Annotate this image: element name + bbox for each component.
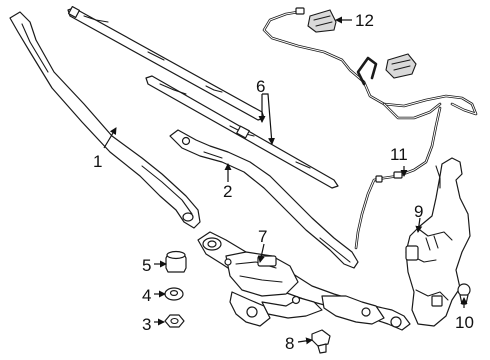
- callout-2: 2: [223, 182, 232, 201]
- callout-8: 8: [285, 334, 294, 353]
- callout-11: 11: [390, 145, 408, 164]
- callout-9: 9: [414, 202, 423, 221]
- bolt: [311, 329, 331, 354]
- wiper-arm-right: [169, 129, 359, 269]
- washer-reservoir: [405, 157, 471, 327]
- nut: [164, 314, 185, 328]
- callout-4: 4: [142, 286, 151, 305]
- cap: [165, 250, 187, 273]
- wiper-arm-left: [9, 11, 201, 229]
- callout-12: 12: [355, 11, 374, 30]
- leader-lines: [103, 16, 468, 345]
- wiper-blade-lower: [145, 75, 339, 189]
- callout-labels: 1 2 3 4 5 6 7 8 9 10 11 12: [93, 11, 474, 353]
- wiper-motor-linkage: [197, 231, 411, 331]
- callout-1: 1: [93, 152, 102, 171]
- wiper-blade-upper: [67, 5, 265, 121]
- washer: [164, 287, 184, 301]
- callout-10: 10: [455, 313, 474, 332]
- callout-5: 5: [142, 256, 151, 275]
- callout-3: 3: [142, 315, 151, 334]
- callout-6: 6: [256, 77, 265, 96]
- washer-hose-harness: [262, 7, 478, 120]
- callout-7: 7: [258, 227, 267, 246]
- washer-hose: [354, 106, 442, 250]
